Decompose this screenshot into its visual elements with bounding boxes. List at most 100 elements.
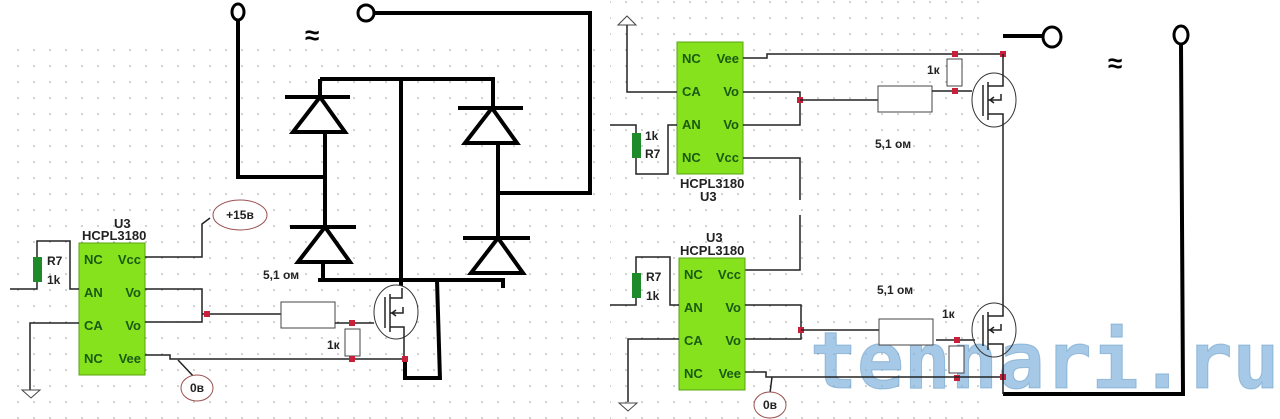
wire-ac1 xyxy=(236,20,323,179)
supply-callout xyxy=(212,199,268,231)
input-resistor-bottom xyxy=(632,273,641,298)
callout-leader xyxy=(177,359,196,379)
pin-r4: Vee xyxy=(119,351,141,366)
junction-node xyxy=(349,356,355,362)
ground-callout-text: 0в xyxy=(190,381,204,395)
input-resistor-top-value: 1k xyxy=(645,129,659,143)
wire-bottom-an xyxy=(635,256,679,306)
pin-bot-l3: CA xyxy=(684,333,703,348)
pin-top-r2: Vo xyxy=(723,84,739,99)
input-resistor-ref: R7 xyxy=(47,254,63,268)
pin-bot-r2: Vo xyxy=(725,300,741,315)
grid-mask-mid xyxy=(440,0,600,40)
ac-symbol-right: ≈ xyxy=(1108,48,1122,78)
ground-symbol xyxy=(20,389,42,399)
left-circuit: ≈ 5,1 ом U3 HC xyxy=(10,2,592,402)
junction-node xyxy=(349,320,355,326)
wire-top-vee xyxy=(743,53,1003,59)
pulldown-top xyxy=(946,58,963,87)
ac-terminal-2 xyxy=(356,3,376,23)
pulldown-bottom-label: 1к xyxy=(942,307,956,321)
wire-bottom-vcc xyxy=(743,215,801,271)
input-resistor-bottom-value: 1k xyxy=(646,289,660,303)
callout-leader-right xyxy=(769,376,773,394)
bridge-bottom-rail xyxy=(318,278,505,282)
gate-resistor-bottom xyxy=(878,318,934,346)
ac-terminal-1 xyxy=(230,2,246,22)
pulldown-bottom xyxy=(948,345,965,374)
mosfet-right-top xyxy=(971,54,1017,300)
wire-input-an xyxy=(36,240,79,290)
pin-top-r4: Vcc xyxy=(716,150,739,165)
pin-top-l1: NC xyxy=(682,51,701,66)
junction-node xyxy=(204,311,210,317)
wire-top-vcc xyxy=(743,157,801,200)
pin-r2: Vo xyxy=(125,285,141,300)
wire-drain-return xyxy=(435,279,442,381)
input-resistor-bottom-ref: R7 xyxy=(646,270,662,284)
wire-source-return xyxy=(403,356,440,380)
junction-node xyxy=(954,375,960,381)
diode-d2 xyxy=(290,223,356,280)
pin-top-l2: CA xyxy=(682,84,701,99)
grid-right xyxy=(610,0,990,419)
optocoupler-chip-top xyxy=(676,41,744,175)
chip-bottom-part: HCPL3180 xyxy=(680,243,744,258)
pin-top-r3: Vo xyxy=(723,117,739,132)
gate-resistor-top xyxy=(877,85,933,113)
ground-callout xyxy=(180,374,214,402)
wire-vo xyxy=(145,288,203,323)
ground-symbol-bottom xyxy=(617,402,639,412)
pulldown-resistor xyxy=(344,328,361,357)
pin-l3: CA xyxy=(84,318,103,333)
grid-mask-left xyxy=(0,0,230,40)
chip-bottom-ref: U3 xyxy=(706,230,723,245)
pin-bot-r3: Vo xyxy=(725,333,741,348)
wire-ac2 xyxy=(374,11,592,195)
pin-top-r1: Vee xyxy=(717,51,739,66)
wire-bottom-ca xyxy=(627,338,679,402)
pin-l2: AN xyxy=(84,285,103,300)
gate-resistor-top-label: 5,1 ом xyxy=(875,137,911,151)
chip-top-ref: U3 xyxy=(700,189,717,204)
right-circuit: tehnari.ru NC CA AN NC Vee Vo Vo Vcc HCP… xyxy=(610,15,1280,419)
pin-bot-l4: NC xyxy=(684,366,703,381)
ground-callout-right xyxy=(753,391,787,419)
junction-node xyxy=(954,337,960,343)
wire-top-an xyxy=(635,124,677,175)
wire-bottom-vee xyxy=(745,371,1003,378)
input-resistor-top-ref: R7 xyxy=(645,147,661,161)
wire-input xyxy=(10,282,38,290)
input-resistor xyxy=(33,257,42,282)
wire-top-vo xyxy=(743,91,801,126)
wire-vee xyxy=(145,354,405,360)
gate-resistor xyxy=(280,301,336,329)
pin-r3: Vo xyxy=(125,318,141,333)
pin-bot-l1: NC xyxy=(684,267,703,282)
input-resistor-value: 1k xyxy=(47,273,61,287)
pin-l4: NC xyxy=(84,351,103,366)
ac-terminal-4 xyxy=(1172,24,1190,46)
pin-bot-r4: Vee xyxy=(719,366,741,381)
pulldown-top-label: 1к xyxy=(927,63,941,77)
mosfet-right-bottom xyxy=(971,300,1017,394)
chip-ref: U3 xyxy=(114,216,131,231)
optocoupler-chip-bottom xyxy=(678,257,746,391)
pin-bot-r1: Vcc xyxy=(718,267,741,282)
wire-bottom-vo xyxy=(745,304,802,340)
ground-callout-right-text: 0в xyxy=(763,398,777,412)
pulldown-label: 1к xyxy=(327,338,341,352)
ac-terminal-3 xyxy=(1041,25,1063,49)
wire-ac4 xyxy=(1003,43,1186,396)
input-resistor-top xyxy=(632,133,641,158)
pin-l1: NC xyxy=(84,252,103,267)
wire-vcc xyxy=(145,217,211,258)
optocoupler-chip xyxy=(78,242,146,376)
pin-top-l4: NC xyxy=(682,150,701,165)
pin-top-l3: AN xyxy=(682,117,701,132)
chip-top-part: HCPL3180 xyxy=(680,176,744,191)
gate-resistor-label: 5,1 ом xyxy=(263,268,299,282)
mosfet-left xyxy=(373,284,419,356)
junction-node xyxy=(952,51,958,57)
diode-d1 xyxy=(285,79,350,230)
